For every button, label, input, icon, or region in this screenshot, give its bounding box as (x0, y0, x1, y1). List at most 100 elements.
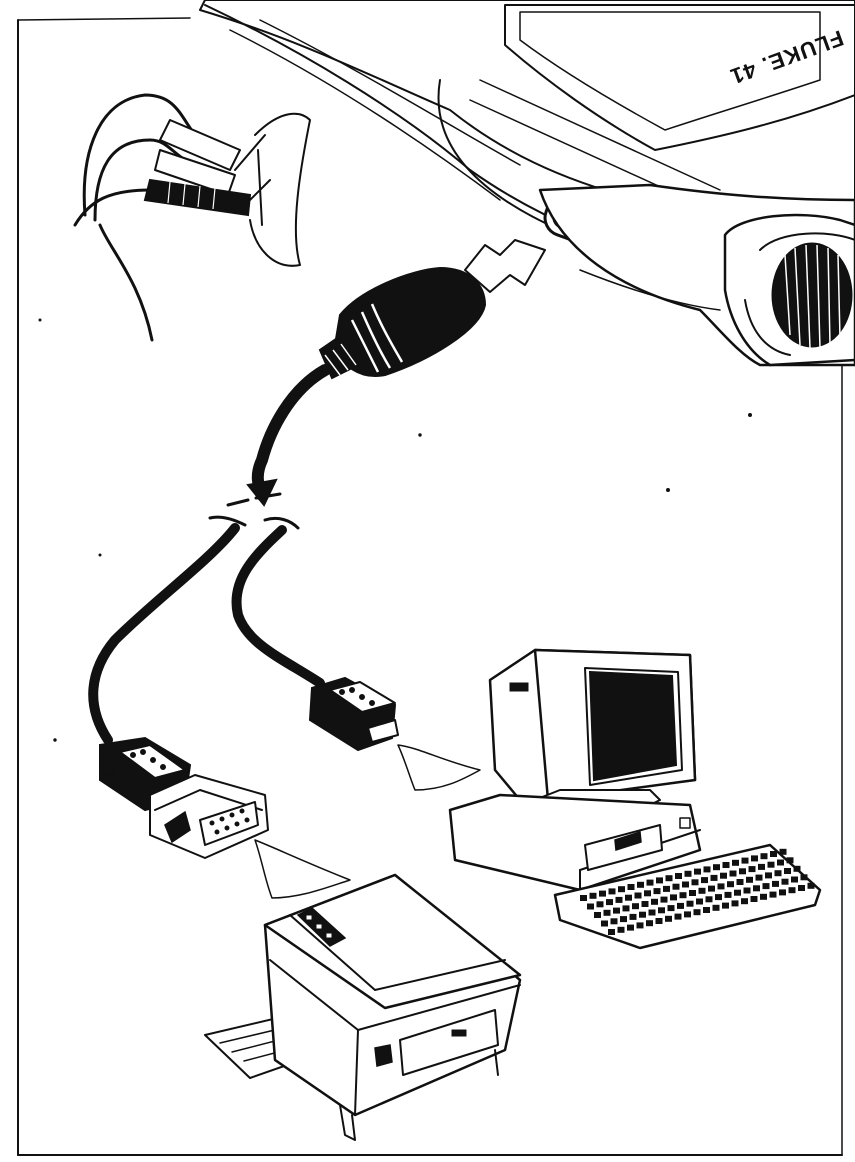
keyboard-key (751, 855, 758, 861)
test-leads (75, 95, 310, 340)
keyboard-key (746, 877, 753, 883)
keyboard-key (611, 918, 618, 924)
keyboard-key (635, 893, 642, 899)
computer (450, 650, 700, 890)
keyboard-key (784, 868, 791, 874)
keyboard-key (597, 901, 604, 907)
keyboard-key (787, 857, 794, 863)
keyboard-key (590, 893, 597, 899)
keyboard-key (713, 864, 720, 870)
optical-interface-cable (210, 268, 485, 528)
keyboard-key (727, 881, 734, 887)
keyboard-key (687, 901, 694, 907)
keyboard-key (706, 896, 713, 902)
keyboard-key (694, 909, 701, 915)
keyboard-key (618, 886, 625, 892)
keyboard-key (696, 899, 703, 905)
keyboard-key (623, 905, 630, 911)
keyboard-key (772, 881, 779, 887)
keyboard-key (751, 896, 758, 902)
keyboard-key (613, 908, 620, 914)
computer-cable (236, 530, 320, 683)
keyboard-key (656, 918, 663, 924)
keyboard-key (761, 853, 768, 859)
keyboard-key (744, 888, 751, 894)
keyboard-key (789, 887, 796, 893)
keyboard-key (680, 892, 687, 898)
keyboard-key (758, 864, 765, 870)
keyboard-key (642, 901, 649, 907)
keyboard-key (620, 916, 627, 922)
keyboard-key (649, 910, 656, 916)
db9-to-db25-adapter (100, 738, 350, 898)
keyboard-key (668, 905, 675, 911)
keyboard-key (665, 916, 672, 922)
keyboard-key (658, 907, 665, 913)
keyboard-key (715, 894, 722, 900)
keyboard-key (777, 860, 784, 866)
keyboard-key (587, 904, 594, 910)
keyboard-key (701, 877, 708, 883)
fluke-41-meter: FLUKE. 41 (200, 0, 855, 365)
keyboard-key (618, 927, 625, 933)
keyboard-key (780, 849, 787, 855)
keyboard-key (763, 883, 770, 889)
keyboard-key (708, 886, 715, 892)
keyboard-key (692, 879, 699, 885)
keyboard-key (725, 892, 732, 898)
keyboard-key (628, 884, 635, 890)
keyboard-key (768, 862, 775, 868)
keyboard-key (689, 890, 696, 896)
keyboard-key (808, 883, 815, 889)
keyboard-key (782, 879, 789, 885)
keyboard-key (661, 897, 668, 903)
keyboard-key (742, 858, 749, 864)
keyboard-key (684, 911, 691, 917)
keyboard-key (765, 872, 772, 878)
keyboard-key (677, 903, 684, 909)
keyboard-key (637, 922, 644, 928)
keyboard-key (756, 875, 763, 881)
keyboard-key (801, 874, 808, 880)
keyboard-key (599, 891, 606, 897)
keyboard-key (775, 870, 782, 876)
keyboard-key (723, 862, 730, 868)
keyboard-key (685, 871, 692, 877)
printer (205, 875, 520, 1140)
keyboard-key (798, 885, 805, 891)
keyboard-key (625, 895, 632, 901)
keyboard-key (791, 877, 798, 883)
keyboard-key (647, 880, 654, 886)
keyboard-key (711, 875, 718, 881)
keyboard-key (682, 882, 689, 888)
keyboard-key (770, 851, 777, 857)
keyboard-key (656, 877, 663, 883)
keyboard-key (601, 921, 608, 927)
keyboard-key (663, 886, 670, 892)
keyboard-key (703, 907, 710, 913)
keyboard-key (675, 914, 682, 920)
keyboard-key (722, 903, 729, 909)
keyboard-key (673, 884, 680, 890)
keyboard-key (666, 875, 673, 881)
keyboard-key (734, 890, 741, 896)
keyboard-key (713, 905, 720, 911)
keyboard-key (732, 860, 739, 866)
keyboard-key (654, 888, 661, 894)
keyboard-key (749, 866, 756, 872)
keyboard-key (644, 890, 651, 896)
keyboard-key (594, 912, 601, 918)
keyboard-key (737, 879, 744, 885)
keyboard-key (760, 894, 767, 900)
keyboard-key (606, 899, 613, 905)
keyboard-key (730, 871, 737, 877)
keyboard-key (604, 910, 611, 916)
keyboard-key (753, 885, 760, 891)
db9-connector (310, 678, 480, 790)
keyboard-key (580, 895, 587, 901)
keyboard-key (720, 873, 727, 879)
keyboard-key (651, 899, 658, 905)
printer-cable (93, 528, 235, 740)
keyboard-key (739, 868, 746, 874)
